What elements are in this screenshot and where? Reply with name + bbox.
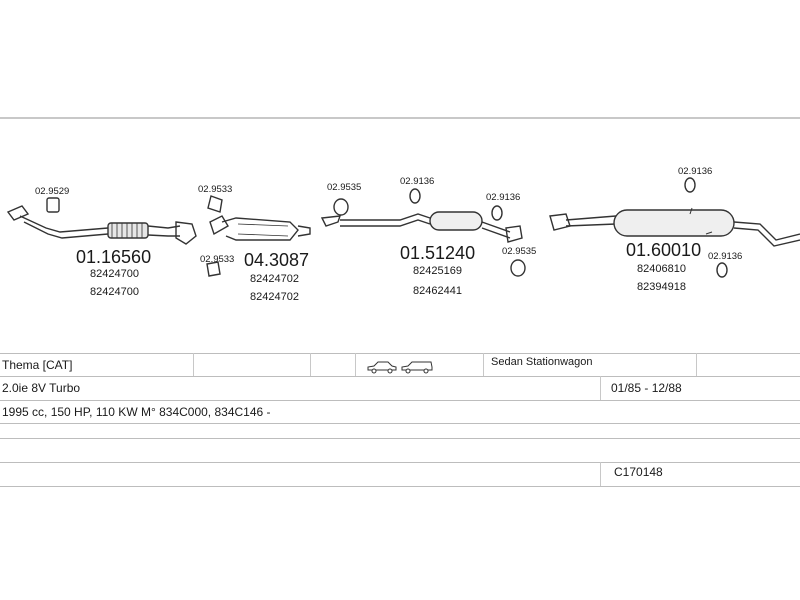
- clamp-02-9136-c[interactable]: [684, 177, 696, 193]
- catalyst-part[interactable]: [209, 215, 311, 241]
- tag-c3: 02.9533: [200, 254, 234, 265]
- col-divider-2: [310, 353, 311, 376]
- part-oe-3a: 82425169: [413, 265, 462, 277]
- clamp-02-9535-b[interactable]: [510, 259, 526, 277]
- gasket-02-9533-a[interactable]: [207, 195, 223, 213]
- part-code-1: 01.16560: [76, 247, 151, 267]
- tag-c8: 02.9136: [678, 166, 712, 177]
- body-types: Sedan Stationwagon: [491, 356, 593, 368]
- part-oe-2a: 82424702: [250, 273, 299, 285]
- engine-name: 2.0ie 8V Turbo: [2, 381, 81, 395]
- part-oe-2b: 82424702: [250, 291, 299, 303]
- front-pipe-part[interactable]: [6, 205, 197, 245]
- top-border: [0, 117, 800, 119]
- clamp-02-9136-a[interactable]: [409, 188, 421, 204]
- engine-specs: 1995 cc, 150 HP, 110 KW M° 834C000, 834C…: [2, 405, 271, 419]
- clamp-02-9535-a[interactable]: [333, 198, 349, 216]
- production-years: 01/85 - 12/88: [611, 381, 682, 395]
- col-divider-4: [483, 353, 484, 376]
- gasket-02-9533-b[interactable]: [206, 261, 221, 277]
- tag-c5: 02.9136: [400, 176, 434, 187]
- tag-c6: 02.9136: [486, 192, 520, 203]
- part-code-3: 01.51240: [400, 243, 475, 263]
- part-code-4: 01.60010: [626, 240, 701, 260]
- middle-pipe-part[interactable]: [320, 211, 523, 243]
- part-oe-3b: 82462441: [413, 285, 462, 297]
- row-2-border: [0, 376, 800, 377]
- col-divider-3: [355, 353, 356, 376]
- row-4-border: [0, 423, 800, 424]
- sedan-car-icon: [367, 361, 397, 374]
- part-oe-1a: 82424700: [90, 268, 139, 280]
- row-5-border: [0, 438, 800, 439]
- col-divider-1: [193, 353, 194, 376]
- part-code-2: 04.3087: [244, 250, 309, 270]
- exhaust-diagram: 02.9529 02.9533 02.9533 02.9535 02.9136 …: [6, 166, 800, 303]
- col-divider-5: [696, 353, 697, 376]
- reference-code: C170148: [614, 465, 663, 479]
- tag-c1: 02.9529: [35, 186, 69, 197]
- col-divider-7: [600, 462, 601, 486]
- col-divider-6: [600, 376, 601, 400]
- part-oe-4a: 82406810: [637, 263, 686, 275]
- tag-c2: 02.9533: [198, 184, 232, 195]
- row-3-border: [0, 400, 800, 401]
- row-7-border: [0, 486, 800, 487]
- clamp-02-9136-b[interactable]: [491, 205, 503, 221]
- row-6-border: [0, 462, 800, 463]
- clamp-02-9136-d[interactable]: [716, 262, 728, 278]
- row-1-border: [0, 353, 800, 354]
- gasket-02-9529[interactable]: [46, 197, 60, 213]
- tag-c7: 02.9535: [502, 246, 536, 257]
- part-oe-1b: 82424700: [90, 286, 139, 298]
- tag-c4: 02.9535: [327, 182, 361, 193]
- stationwagon-car-icon: [401, 361, 433, 374]
- part-oe-4b: 82394918: [637, 281, 686, 293]
- tag-c9: 02.9136: [708, 251, 742, 262]
- rear-silencer-part[interactable]: [549, 207, 800, 247]
- model-name: Thema [CAT]: [2, 358, 73, 372]
